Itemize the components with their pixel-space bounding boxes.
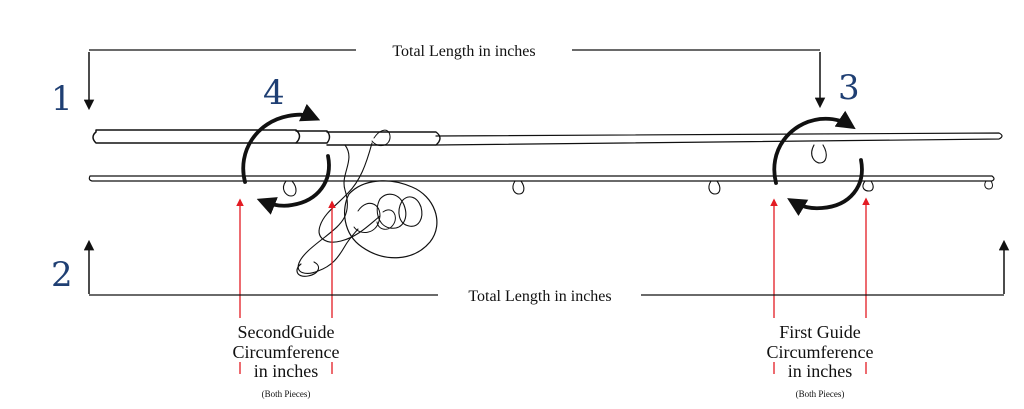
first-guide-line-3: in inches bbox=[788, 361, 853, 381]
rotation-arc-lower-3 bbox=[787, 158, 864, 216]
lower-rod-guide-4 bbox=[862, 180, 874, 192]
step-number-2: 2 bbox=[51, 255, 73, 295]
second-guide-line-3: in inches bbox=[254, 361, 319, 381]
reel-body-outline bbox=[343, 180, 438, 259]
step-number-1: 1 bbox=[51, 79, 73, 119]
step-number-4: 4 bbox=[263, 73, 285, 113]
lower-rod-guide-3 bbox=[708, 180, 721, 195]
upper-rod-blank bbox=[435, 132, 1003, 146]
upper-rod-fore-grip bbox=[326, 131, 441, 146]
second-guide-note: (Both Pieces) bbox=[262, 389, 311, 399]
reel-handle-knob bbox=[296, 261, 320, 277]
fishing-rods bbox=[88, 129, 1003, 277]
upper-rod-reel-seat bbox=[295, 130, 331, 144]
reel-stem-sketch bbox=[297, 144, 359, 274]
upper-rod-handle bbox=[92, 129, 301, 144]
step-number-3: 3 bbox=[838, 68, 860, 108]
lower-rod-guide-1 bbox=[282, 180, 297, 197]
rotation-arc-upper-4 bbox=[241, 103, 321, 184]
bottom-total-length-label: Total Length in inches bbox=[468, 288, 611, 305]
first-guide-note: (Both Pieces) bbox=[796, 389, 845, 399]
rotation-marker-4 bbox=[241, 103, 331, 215]
second-guide-line-2: Circumference bbox=[233, 342, 340, 362]
reel-arm-sketch bbox=[318, 142, 381, 243]
top-total-length-dimension: Total Length in inches bbox=[83, 43, 826, 111]
lower-rod-blank bbox=[88, 175, 995, 182]
reel-spool-right bbox=[398, 196, 423, 227]
lower-rod-guide-2 bbox=[512, 180, 525, 195]
first-guide-line-1: First Guide bbox=[779, 322, 861, 342]
reel-spool-left bbox=[376, 193, 407, 229]
reel-internal-loop-1 bbox=[353, 202, 381, 233]
reel-bail-loop bbox=[371, 129, 391, 147]
rotation-arc-upper-3 bbox=[772, 110, 856, 185]
lower-rod-guide-tip bbox=[984, 180, 993, 190]
rotation-marker-3 bbox=[772, 110, 864, 216]
second-guide-callout: SecondGuide Circumference in inches (Bot… bbox=[233, 322, 340, 399]
upper-rod-first-guide bbox=[811, 144, 827, 164]
rotation-arc-lower-4 bbox=[256, 154, 331, 215]
second-guide-line-1: SecondGuide bbox=[238, 322, 335, 342]
reel-internal-loop-2 bbox=[376, 209, 396, 230]
first-guide-line-2: Circumference bbox=[767, 342, 874, 362]
first-guide-callout: First Guide Circumference in inches (Bot… bbox=[767, 322, 874, 399]
bottom-total-length-dimension: Total Length in inches bbox=[83, 239, 1010, 305]
top-total-length-label: Total Length in inches bbox=[392, 43, 535, 60]
red-measurement-arrows bbox=[236, 197, 870, 374]
